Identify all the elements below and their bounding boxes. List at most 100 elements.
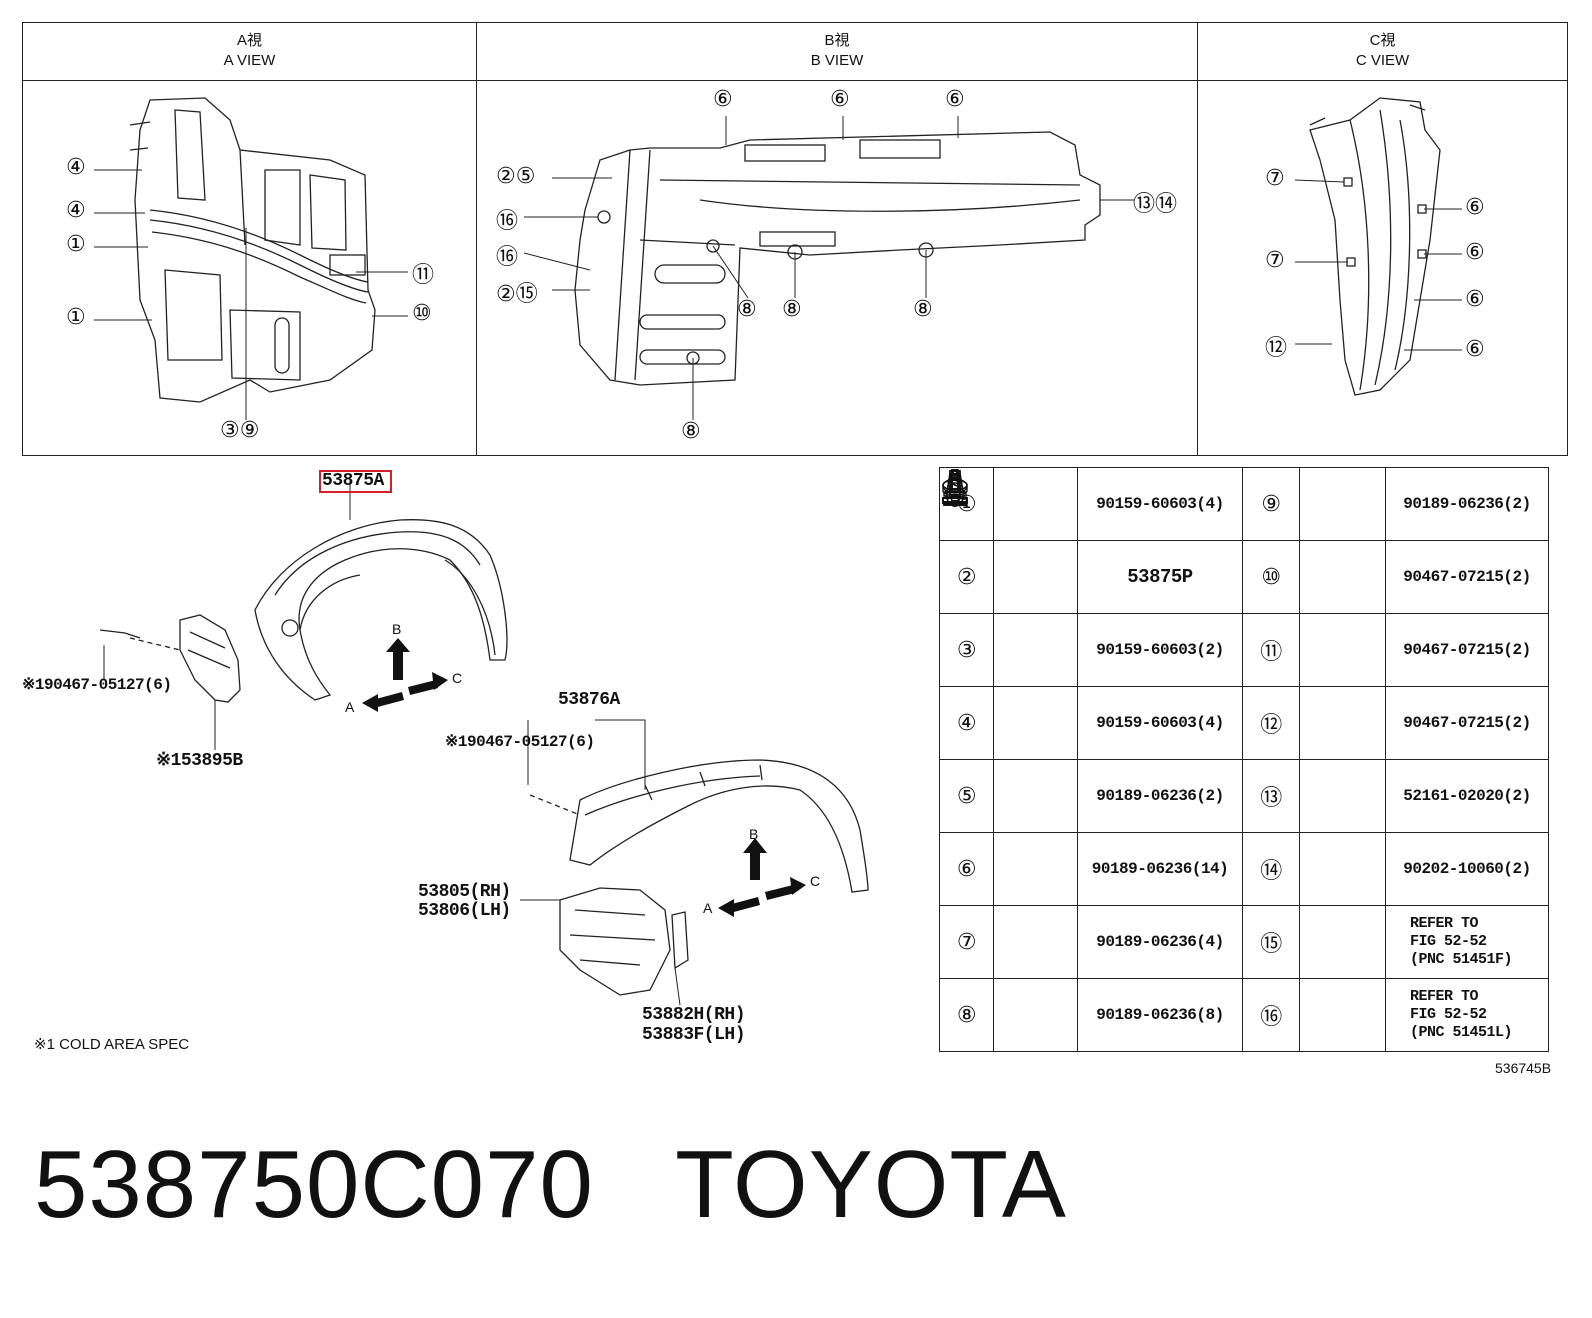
view-a-header: A視 A VIEW [23,23,476,81]
fastener-number: ⑯ [1242,978,1300,1052]
fastener-part-number: REFER TO FIG 52-52 (PNC 51451L) [1385,978,1549,1052]
dir-a-label-2: A [703,900,713,916]
callout-a-6: ⑩ [412,301,432,326]
fastener-number: ⑥ [939,832,994,906]
caption: 538750C070 TOYOTA [34,1130,1067,1240]
callout-a-4: ① [66,305,86,330]
view-b-header: B視 B VIEW [477,23,1197,81]
callout-b-5: ⑯ [496,209,519,234]
dir-c-label-2: C [810,873,821,889]
callout-c-5: ⑥ [1465,240,1485,265]
fastener-number: ③ [939,613,994,687]
callout-c-2: ⑦ [1265,248,1285,273]
fastener-icon-cell [942,468,1078,760]
fastener-part-number: 90159-60603(4) [1077,467,1243,541]
fastener-icon-cell [941,472,1078,1052]
dir-a-label-1: A [345,699,355,715]
fastener-number: ⑨ [1242,467,1300,541]
fastener-number: ⑧ [939,978,994,1052]
fastener-number: ⑦ [939,905,994,979]
view-a-title-en: A VIEW [223,52,276,69]
fastener-number: ⑭ [1242,832,1300,906]
fastener-icon-cell [941,472,1078,833]
part-53883f-label: 53883F(LH) [642,1025,746,1045]
fastener-part-number: 90467-07215(2) [1385,686,1549,760]
callout-b-10: ⑧ [782,297,802,322]
fastener-number: ② [939,540,994,614]
callout-c-7: ⑥ [1465,337,1485,362]
fastener-icon-cell [941,469,1386,687]
view-b-title-jp: B視 [824,32,850,49]
fastener-icon-cell [941,472,1078,906]
fastener-part-number: REFER TO FIG 52-52 (PNC 51451F) [1385,905,1549,979]
fastener-row: ⑧ 90189-06236(8)⑯ REFER TO FIG 52-52 (PNC … [939,468,1549,1052]
fastener-number: ⑤ [939,759,994,833]
footnote: ※1 COLD AREA SPEC [34,1036,190,1053]
fastener-part-number: 90189-06236(4) [1077,905,1243,979]
fastener-icon-cell [941,469,1386,760]
fastener-number: ⑩ [1242,540,1300,614]
mudguard-53876a-drawing [527,719,869,893]
callout-a-7: ③⑨ [220,418,260,443]
view-c-title-en: C VIEW [1355,52,1410,69]
view-a-title-jp: A視 [236,32,262,49]
fastener-icon-cell [941,469,1386,614]
fastener-part-number: 90467-07215(2) [1385,613,1549,687]
part-53806-label: 53806(LH) [418,901,511,921]
fastener-part-number: 53875P [1077,540,1243,614]
callout-b-4: ②⑤ [496,164,536,189]
fastener-part-number: 90189-06236(2) [1077,759,1243,833]
view-divider [476,23,477,455]
view-a-leaders [94,169,408,420]
highlight-box [319,470,392,493]
part-53875a-label: 53875A [322,471,384,491]
clip-right-label: ※190467-05127(6) [445,733,595,751]
callout-b-2: ⑥ [830,87,850,112]
direction-arrows-2 [718,838,806,917]
fastener-icon-cell [941,477,1386,906]
fastener-icon-cell [942,468,1078,614]
part-53876a-label: 53876A [558,690,620,710]
fastener-part-number: 90189-06236(8) [1077,978,1243,1052]
fastener-icon-cell [942,468,1386,833]
view-divider [1197,23,1198,455]
fastener-icon-cell [942,467,1078,541]
callout-c-1: ⑦ [1265,166,1285,191]
view-c-title-jp: C視 [1369,32,1396,49]
view-c-header: C視 C VIEW [1198,23,1567,81]
fastener-icon-cell [941,472,1078,979]
dir-b-label-2: B [749,826,759,842]
part-53895b-label: ※153895B [156,751,243,771]
fastener-part-number: 90189-06236(14) [1077,832,1243,906]
callout-a-5: ⑪ [412,263,435,288]
view-c-leaders [1294,179,1462,351]
fastener-part-number: 90189-06236(2) [1385,467,1549,541]
callout-b-8: ⑬⑭ [1133,192,1178,217]
fastener-icon-cell [941,472,1386,979]
seal-53805-drawing [520,887,671,996]
view-b-sketch [574,131,1101,386]
callout-b-11: ⑧ [913,297,933,322]
dir-b-label-1: B [392,621,402,637]
dir-c-label-1: C [452,670,463,686]
view-b-title-en: B VIEW [810,52,864,69]
bracket-53882h-drawing [671,911,689,1006]
bracket-53895b-drawing [99,614,241,750]
fastener-part-number: 52161-02020(2) [1385,759,1549,833]
callout-a-2: ④ [66,198,86,223]
callout-b-12: ⑧ [681,419,701,444]
clip-left-label: ※190467-05127(6) [22,676,172,694]
view-a-sketch [129,97,376,403]
part-53805-label: 53805(RH) [418,882,511,902]
callout-b-1: ⑥ [713,87,733,112]
fastener-part-number: 90467-07215(2) [1385,540,1549,614]
fastener-icon-cell [941,467,1386,541]
fastener-number: ⑫ [1242,686,1300,760]
fastener-number: ⑪ [1242,613,1300,687]
callout-c-4: ⑥ [1465,195,1485,220]
